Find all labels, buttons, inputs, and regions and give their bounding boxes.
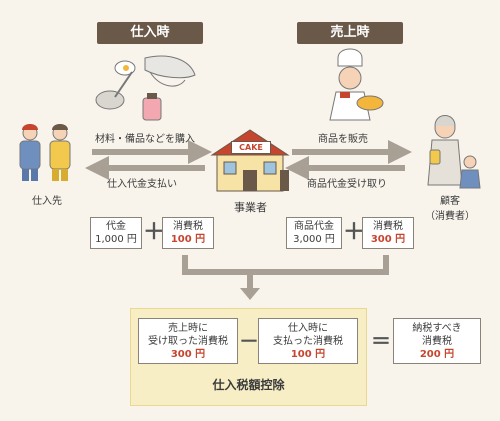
sales-price-amount: 3,000 円 [293,234,335,245]
purchase-plus: ＋ [143,220,166,245]
sales-plus: ＋ [343,220,366,245]
customer-label-line2: （消費者） [425,211,475,222]
paid-tax-box: 仕入時に 支払った消費税 100 円 [258,318,358,364]
sales-price-box: 商品代金 3,000 円 [286,217,342,249]
equals-operator: ＝ [371,329,391,353]
purchase-price-box: 代金 1,000 円 [90,217,142,249]
sales-tax-amount: 300 円 [370,234,406,245]
sales-tax-title: 消費税 [373,221,403,232]
tax-due-line2: 消費税 [422,335,452,347]
cake-sign: CAKE [231,141,271,154]
paid-tax-amount: 100 円 [290,348,326,360]
received-tax-line2: 受け取った消費税 [148,335,228,347]
minus-operator: － [239,329,259,353]
purchase-tax-title: 消費税 [173,221,203,232]
supplier-label: 仕入先 [32,196,62,207]
received-tax-box: 売上時に 受け取った消費税 300 円 [138,318,238,364]
tax-due-amount: 200 円 [419,348,455,360]
customer-label-line1: 顧客 [440,196,460,207]
join-arrowhead [240,288,260,300]
customer-label: 顧客 （消費者） [425,192,475,222]
input-tax-credit-caption: 仕入税額控除 [212,378,285,392]
paid-tax-line1: 仕入時に [288,322,328,334]
buy-label: 材料・備品などを購入 [95,134,195,145]
sales-tax-box: 消費税 300 円 [362,217,414,249]
tax-due-line1: 納税すべき [412,322,462,334]
paid-tax-line2: 支払った消費税 [273,335,343,347]
sell-label: 商品を販売 [318,134,368,145]
sales-tag: 売上時 [297,22,403,44]
received-tax-line1: 売上時に [168,322,208,334]
purchase-tax-box: 消費税 100 円 [162,217,214,249]
join-connector [182,255,389,290]
received-tax-amount: 300 円 [170,348,206,360]
purchase-tag: 仕入時 [97,22,203,44]
sales-price-title: 商品代金 [294,221,334,232]
business-label: 事業者 [234,201,267,214]
pay-label: 仕入代金支払い [107,179,177,190]
tax-due-box: 納税すべき 消費税 200 円 [393,318,481,364]
purchase-price-title: 代金 [106,221,126,232]
purchase-tax-amount: 100 円 [170,234,206,245]
purchase-price-amount: 1,000 円 [95,234,137,245]
receive-label: 商品代金受け取り [307,179,387,190]
